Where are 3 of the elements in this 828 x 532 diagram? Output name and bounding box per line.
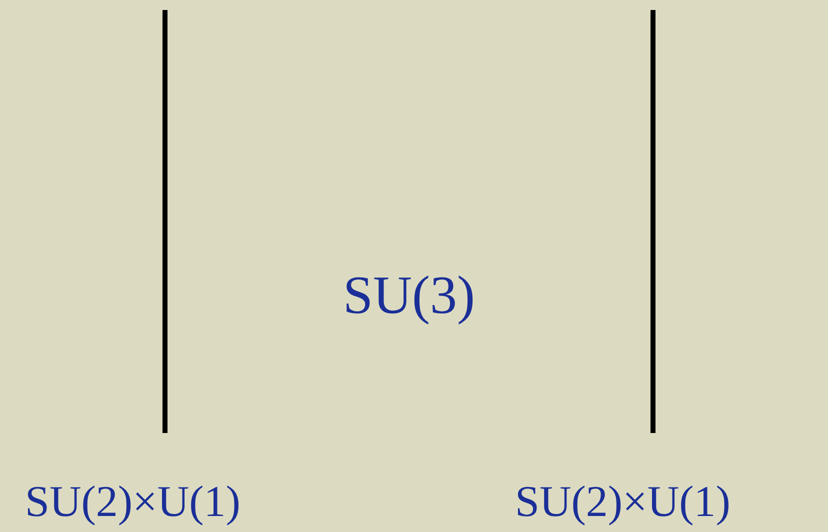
group-label: SU(2)×U(1) <box>515 480 730 524</box>
group-label: SU(2)×U(1) <box>25 480 240 524</box>
group-label: SU(3) <box>343 268 475 322</box>
